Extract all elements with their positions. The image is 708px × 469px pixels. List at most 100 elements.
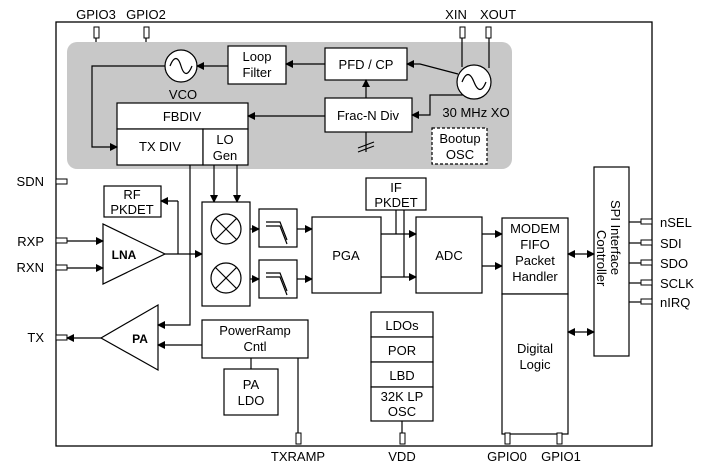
if-pkdet: IF PKDET [365, 177, 427, 211]
rf-pkdet: RF PKDET [103, 185, 162, 218]
lo-gen: LO Gen [202, 128, 249, 166]
pin-nirq: nIRQ [629, 295, 690, 310]
digital-logic: Digital Logic [501, 293, 569, 435]
svg-text:SDO: SDO [660, 256, 688, 271]
svg-text:Gen: Gen [213, 148, 238, 163]
svg-text:Cntl: Cntl [243, 339, 266, 354]
svg-text:GPIO0: GPIO0 [487, 449, 527, 464]
svg-text:32K LP: 32K LP [381, 389, 424, 404]
svg-text:PowerRamp: PowerRamp [219, 323, 291, 338]
svg-text:MODEM: MODEM [510, 221, 560, 236]
svg-text:SCLK: SCLK [660, 276, 694, 291]
svg-text:PA: PA [132, 332, 148, 346]
pfd-cp: PFD / CP [324, 47, 408, 81]
svg-text:Logic: Logic [519, 357, 551, 372]
pin-sclk: SCLK [629, 276, 694, 291]
svg-text:TXRAMP: TXRAMP [271, 449, 325, 464]
low-pass-filter-i [258, 208, 298, 248]
pin-xin: XIN [445, 7, 467, 39]
pa-ldo: PA LDO [223, 368, 279, 416]
svg-text:FIFO: FIFO [520, 237, 550, 252]
vco: VCO [164, 49, 198, 102]
lna: LNA [102, 223, 167, 285]
svg-text:SDI: SDI [660, 236, 682, 251]
svg-text:Handler: Handler [512, 269, 558, 284]
pga: PGA [311, 216, 382, 294]
pin-rxp: RXP [17, 234, 68, 249]
svg-text:OSC: OSC [388, 404, 416, 419]
svg-text:VCO: VCO [169, 87, 197, 102]
pin-gpio0: GPIO0 [487, 432, 527, 464]
modem-fifo: MODEM FIFO Packet Handler [501, 217, 569, 295]
sigma-delta-icon [357, 132, 375, 153]
svg-text:RXN: RXN [17, 260, 44, 275]
svg-text:Loop: Loop [243, 49, 272, 64]
svg-text:Packet: Packet [515, 253, 555, 268]
svg-text:Filter: Filter [243, 65, 273, 80]
svg-text:PKDET: PKDET [374, 195, 417, 210]
svg-text:PFD / CP: PFD / CP [339, 57, 394, 72]
svg-text:LDO: LDO [238, 393, 265, 408]
lp-osc: 32K LP OSC [370, 386, 434, 422]
svg-text:PKDET: PKDET [110, 202, 153, 217]
if-connections [250, 225, 313, 283]
rf-connections [66, 165, 241, 349]
spi-interface: SPI Interface Controller [593, 166, 630, 357]
svg-text:LBD: LBD [389, 368, 414, 383]
pin-sdn: SDN [17, 174, 68, 189]
svg-text:LDOs: LDOs [385, 318, 419, 333]
tx-div: TX DIV [116, 128, 204, 166]
low-pass-filter-q [258, 259, 298, 299]
svg-text:TX: TX [27, 330, 44, 345]
svg-text:nSEL: nSEL [660, 215, 692, 230]
svg-text:RXP: RXP [17, 234, 44, 249]
svg-text:VDD: VDD [388, 449, 415, 464]
loop-filter: Loop Filter [227, 45, 287, 85]
svg-text:PA: PA [243, 377, 260, 392]
por: POR [370, 336, 434, 363]
pin-sdi: SDI [629, 236, 682, 251]
svg-text:RF: RF [123, 187, 140, 202]
svg-text:Bootup: Bootup [439, 131, 480, 146]
pin-nsel: nSEL [629, 215, 692, 230]
power-ramp-control: PowerRamp Cntl [201, 319, 309, 359]
svg-text:Digital: Digital [517, 341, 553, 356]
svg-text:IF: IF [390, 180, 402, 195]
pin-txramp: TXRAMP [271, 432, 325, 464]
svg-text:GPIO2: GPIO2 [126, 7, 166, 22]
svg-text:ADC: ADC [435, 248, 462, 263]
bootup-osc: Bootup OSC [431, 127, 488, 165]
svg-text:OSC: OSC [446, 147, 474, 162]
pa: PA [99, 303, 159, 372]
spi-connections [567, 250, 595, 336]
svg-text:LNA: LNA [112, 248, 137, 262]
ldos: LDOs [370, 311, 434, 338]
svg-text:SDN: SDN [17, 174, 44, 189]
svg-text:Frac-N Div: Frac-N Div [337, 108, 400, 123]
svg-text:PGA: PGA [332, 248, 360, 263]
svg-text:GPIO1: GPIO1 [541, 449, 581, 464]
svg-text:nIRQ: nIRQ [660, 295, 690, 310]
adc-connections [381, 210, 503, 281]
svg-text:FBDIV: FBDIV [163, 109, 202, 124]
svg-text:Controller: Controller [594, 230, 609, 287]
svg-text:LO: LO [216, 132, 233, 147]
pin-gpio1: GPIO1 [541, 432, 581, 464]
svg-text:GPIO3: GPIO3 [76, 7, 116, 22]
synth-connections [91, 38, 490, 151]
svg-text:30 MHz XO: 30 MHz XO [442, 105, 509, 120]
svg-text:POR: POR [388, 343, 416, 358]
frac-n-div: Frac-N Div [324, 97, 413, 133]
pin-tx: TX [27, 330, 68, 345]
svg-text:TX DIV: TX DIV [139, 139, 181, 154]
crystal-oscillator: 30 MHz XO [442, 64, 510, 120]
pin-gpio3: GPIO3 [76, 7, 116, 39]
fbdiv: FBDIV [116, 102, 249, 130]
adc: ADC [415, 216, 483, 294]
mixer-block [201, 201, 251, 307]
pin-sdo: SDO [629, 256, 688, 271]
svg-text:SPI Interface: SPI Interface [608, 200, 623, 275]
pin-vdd: VDD [388, 432, 416, 464]
svg-text:XOUT: XOUT [480, 7, 516, 22]
